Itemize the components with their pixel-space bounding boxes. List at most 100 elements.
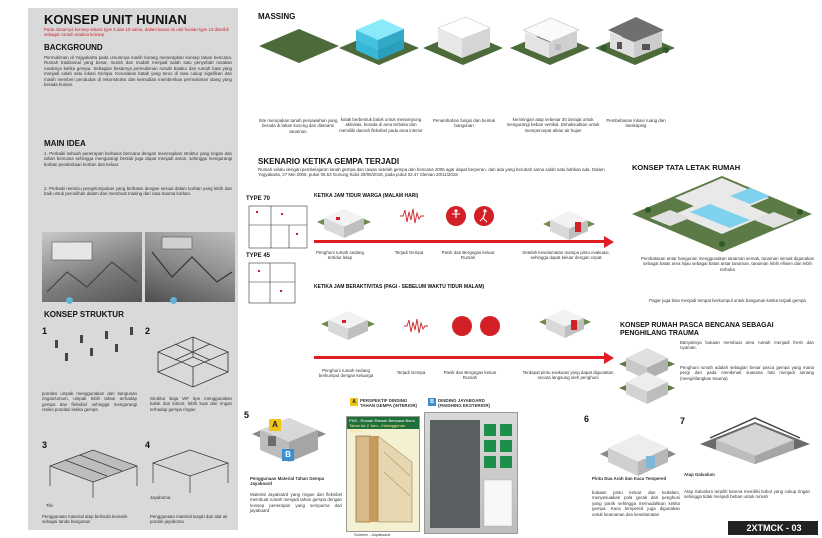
massing-step-2 bbox=[339, 19, 419, 65]
photo-dot-1 bbox=[66, 297, 73, 304]
massing-step-3 bbox=[423, 16, 503, 65]
page-title: KONSEP UNIT HUNIAN bbox=[44, 12, 187, 27]
pasca-render-2 bbox=[619, 372, 675, 404]
massing-step-5 bbox=[595, 17, 675, 65]
struct-num-2: 2 bbox=[145, 326, 151, 336]
massing-caption-2: kotak berbentuk balok untuk menampung ak… bbox=[339, 117, 423, 133]
running-person-glyph bbox=[479, 209, 488, 223]
tata-letak-title: KONSEP TATA LETAK RUMAH bbox=[632, 163, 741, 172]
material-title: Penggunaan Material Tahan Gempa Jayaboar… bbox=[250, 476, 325, 487]
section-a-title: PERSPEKTIF DINDING TAHAN GEMPA (INTERIOR… bbox=[360, 398, 417, 409]
struct-4-label: Jayaboma bbox=[150, 495, 171, 500]
jayaboard-sign-header bbox=[347, 417, 419, 429]
panic-person-glyph bbox=[452, 209, 460, 218]
floorplan-type45 bbox=[248, 262, 296, 304]
skenario-title: SKENARIO KETIKA GEMPA TERJADI bbox=[258, 157, 400, 166]
massing-caption-3: Penambahan fungsi dan bentuk bangunan bbox=[432, 118, 495, 129]
background-text: Permukiman di Yogyakarta pada umumnya ma… bbox=[44, 55, 232, 88]
type70-label: TYPE 70 bbox=[246, 196, 271, 202]
photo-dot-2 bbox=[170, 297, 177, 304]
floorplan-type70 bbox=[248, 205, 308, 249]
sign-title: PKB - Rumah Ramah Bencana Bumi bbox=[349, 418, 415, 423]
type45-label: TYPE 45 bbox=[246, 253, 271, 259]
detail-num-7: 7 bbox=[680, 416, 686, 426]
seismic-wave-icon-2 bbox=[404, 318, 428, 334]
scene1-timeline bbox=[314, 240, 606, 243]
rubble-lines bbox=[46, 236, 233, 293]
steel-frame-diagram bbox=[156, 336, 230, 388]
sumber-label: Sumber : Jayaboard bbox=[354, 532, 391, 537]
seismic-wave-icon bbox=[400, 208, 424, 224]
detail-num-5: 5 bbox=[244, 410, 250, 420]
struct-3-label: Tile bbox=[46, 503, 53, 508]
atap-text: Atap Galvalum terpilih karena memiliki b… bbox=[684, 489, 810, 500]
main-idea-title: MAIN IDEA bbox=[44, 139, 86, 148]
water-tank-diagram bbox=[151, 449, 230, 493]
scene2-timeline bbox=[314, 356, 606, 359]
running-person-icon-2 bbox=[480, 316, 500, 336]
massing-caption-5: Pembebasan lokasi ruang dan lanskaping bbox=[606, 118, 666, 129]
main-idea-2: 2. Perbaiki memicu pengelompokan yang be… bbox=[44, 186, 232, 197]
scene2-arrow bbox=[604, 352, 614, 364]
scene1-title: KETIKA JAM TIDUR WARGA (MALAM HARI) bbox=[314, 193, 419, 199]
massing-title: MASSING bbox=[258, 12, 296, 21]
wall-section-diagram bbox=[355, 435, 413, 523]
struct-num-3: 3 bbox=[42, 440, 48, 450]
section-b-title: DINDING JAYABOARD (FINISHING EKSTERIOR) bbox=[438, 398, 490, 409]
scene2-caption-2: Terjadi Gempa bbox=[396, 370, 426, 375]
main-idea-1: 1. Perbaiki sebuah penerapan berbasis be… bbox=[44, 151, 232, 167]
roof-tile-diagram bbox=[48, 449, 139, 498]
struct-2-text: Struktur Baja WF tipe menggunakan balok … bbox=[150, 396, 232, 412]
pintu-text: bukaan pintu keluar dan kedalam, menyesu… bbox=[592, 490, 680, 517]
skenario-intro: Rumah selalu dengan pembelajaran tanah g… bbox=[258, 167, 605, 178]
sign-subtitle: Tahan Air 2 Jam - Ketangguhan Optimal bbox=[349, 423, 406, 434]
panic-person-icon-2 bbox=[452, 316, 472, 336]
scene1-caption-3: Panik dan Bergegas keluar Rumah bbox=[441, 250, 495, 261]
scene1-caption-4: Setelah keselamatan mampu pintu evakuasi… bbox=[522, 250, 610, 261]
struct-3-text: Penggunaan material atap berbeda keramik… bbox=[42, 514, 128, 525]
tempered-door-render bbox=[600, 434, 676, 476]
massing-step-4 bbox=[510, 17, 590, 65]
scene1-caption-2: Terjadi Gempa bbox=[394, 250, 424, 255]
section-a-marker: A bbox=[350, 398, 358, 406]
scene1-room-render bbox=[317, 209, 371, 238]
pasca-text-1: Banyaknya bukaan membuat area rumah menj… bbox=[680, 340, 814, 351]
green-safety-signs bbox=[483, 424, 513, 527]
foundation-diagram bbox=[55, 327, 133, 361]
scene1-exit-render bbox=[543, 211, 595, 240]
scene2-title: KETIKA JAM BERAKTIVITAS (PAGI - SEBELUM … bbox=[314, 284, 485, 290]
scene2-room-render bbox=[321, 311, 375, 340]
massing-caption-4: kemiringan atap sebesar 30 derajat untuk… bbox=[506, 117, 600, 133]
background-title: BACKGROUND bbox=[44, 43, 103, 52]
tata-letak-text-2: Pagar juga bisa menjadi tempat berkumpul… bbox=[649, 298, 806, 303]
struct-4-text: Penggunaan material tangki dan alat air … bbox=[150, 514, 228, 525]
konsep-struktur-title: KONSEP STRUKTUR bbox=[44, 310, 124, 319]
pasca-title: KONSEP RUMAH PASCA BENCANA SEBAGAI PENGH… bbox=[620, 322, 774, 337]
section-b-marker: B bbox=[428, 398, 436, 406]
struct-1-text: pondasi umpak menggunakan dan bangunan r… bbox=[42, 391, 137, 413]
material-text: Material Jayaboard yang ringan dan fleks… bbox=[250, 492, 342, 514]
scene1-caption-1: Penghuni rumah sedang tertidur lelap bbox=[316, 250, 364, 261]
tata-letak-text-1: Pembatasan antar bangunan menggunakan ta… bbox=[640, 256, 815, 272]
pintu-title: Pintu Dua Arah dan Kaca Tempered bbox=[592, 476, 667, 481]
marker-b: B bbox=[282, 449, 294, 461]
galvalum-roof-render bbox=[700, 417, 810, 464]
detail-num-6: 6 bbox=[584, 414, 590, 424]
atap-title: Atap Galvalum bbox=[684, 472, 715, 477]
marker-a: A bbox=[269, 419, 281, 431]
scene2-caption-1: Penghuni rumah sedang berkumpul dengan k… bbox=[318, 368, 374, 379]
struct-num-4: 4 bbox=[145, 440, 151, 450]
site-layout-render bbox=[632, 176, 812, 252]
scene2-caption-4: Terdapat pintu evakuasi yang dapat digun… bbox=[522, 370, 614, 381]
massing-caption-1: Site merupakan tanah persawahan yang ber… bbox=[258, 118, 338, 134]
exterior-wall-panel bbox=[430, 420, 480, 528]
page-subtitle: Pada dasarnya konsep antara type 5 dan 1… bbox=[44, 27, 229, 38]
scene2-exit-render bbox=[539, 309, 591, 338]
page-code-badge bbox=[728, 521, 818, 535]
pasca-text-2: Penghuni rumah adalah sebagian besar pas… bbox=[680, 365, 814, 381]
scene2-caption-3: Panik dan Bergegas keluar Rumah bbox=[443, 370, 497, 381]
page-code: 2XTMCK - 03 bbox=[746, 523, 802, 533]
massing-step-1 bbox=[259, 29, 339, 63]
scene1-arrow bbox=[604, 236, 614, 248]
struct-num-1: 1 bbox=[42, 326, 48, 336]
